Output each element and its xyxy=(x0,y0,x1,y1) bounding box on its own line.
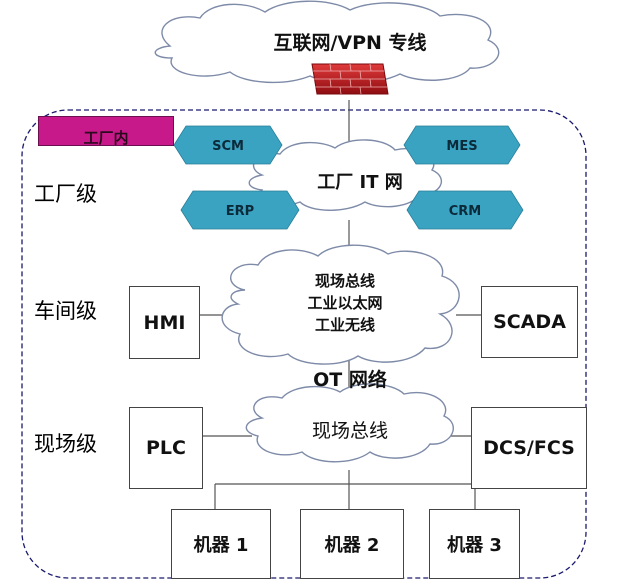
it-network-label: 工厂 IT 网 xyxy=(317,172,403,193)
crm-label: CRM xyxy=(448,203,482,219)
plc-box: PLC xyxy=(129,407,203,489)
factory-tag: 工厂内 xyxy=(38,116,174,146)
field-network-label: 现场总线 xyxy=(311,420,388,442)
internet-label: 互联网/VPN 专线 xyxy=(273,32,427,54)
level-factory: 工厂级 xyxy=(34,182,97,206)
scm-hexagon xyxy=(173,125,283,165)
mes-hexagon xyxy=(403,125,521,165)
workshop-network-line-3: 工业无线 xyxy=(314,316,375,334)
mes-label: MES xyxy=(446,138,478,154)
level-field: 现场级 xyxy=(34,432,97,456)
crm-hexagon xyxy=(406,190,524,230)
dcs-box: DCS/FCS xyxy=(471,407,587,489)
erp-hexagon xyxy=(180,190,300,230)
erp-label: ERP xyxy=(225,203,255,219)
scada-box: SCADA xyxy=(481,286,578,358)
firewall-icon xyxy=(311,63,389,95)
workshop-network-line-2: 工业以太网 xyxy=(307,294,383,312)
internet-cloud xyxy=(154,0,500,84)
machine-1-box: 机器 1 xyxy=(171,509,271,579)
machine-3-box: 机器 3 xyxy=(429,509,520,579)
field-network-cloud xyxy=(245,383,454,463)
workshop-network-cloud xyxy=(221,244,460,365)
hmi-box: HMI xyxy=(129,286,200,359)
scm-label: SCM xyxy=(212,138,244,154)
machine-2-box: 机器 2 xyxy=(300,509,404,579)
workshop-network-line-1: 现场总线 xyxy=(314,272,375,290)
level-workshop: 车间级 xyxy=(34,299,97,323)
ot-network-label: OT 网络 xyxy=(313,369,387,391)
